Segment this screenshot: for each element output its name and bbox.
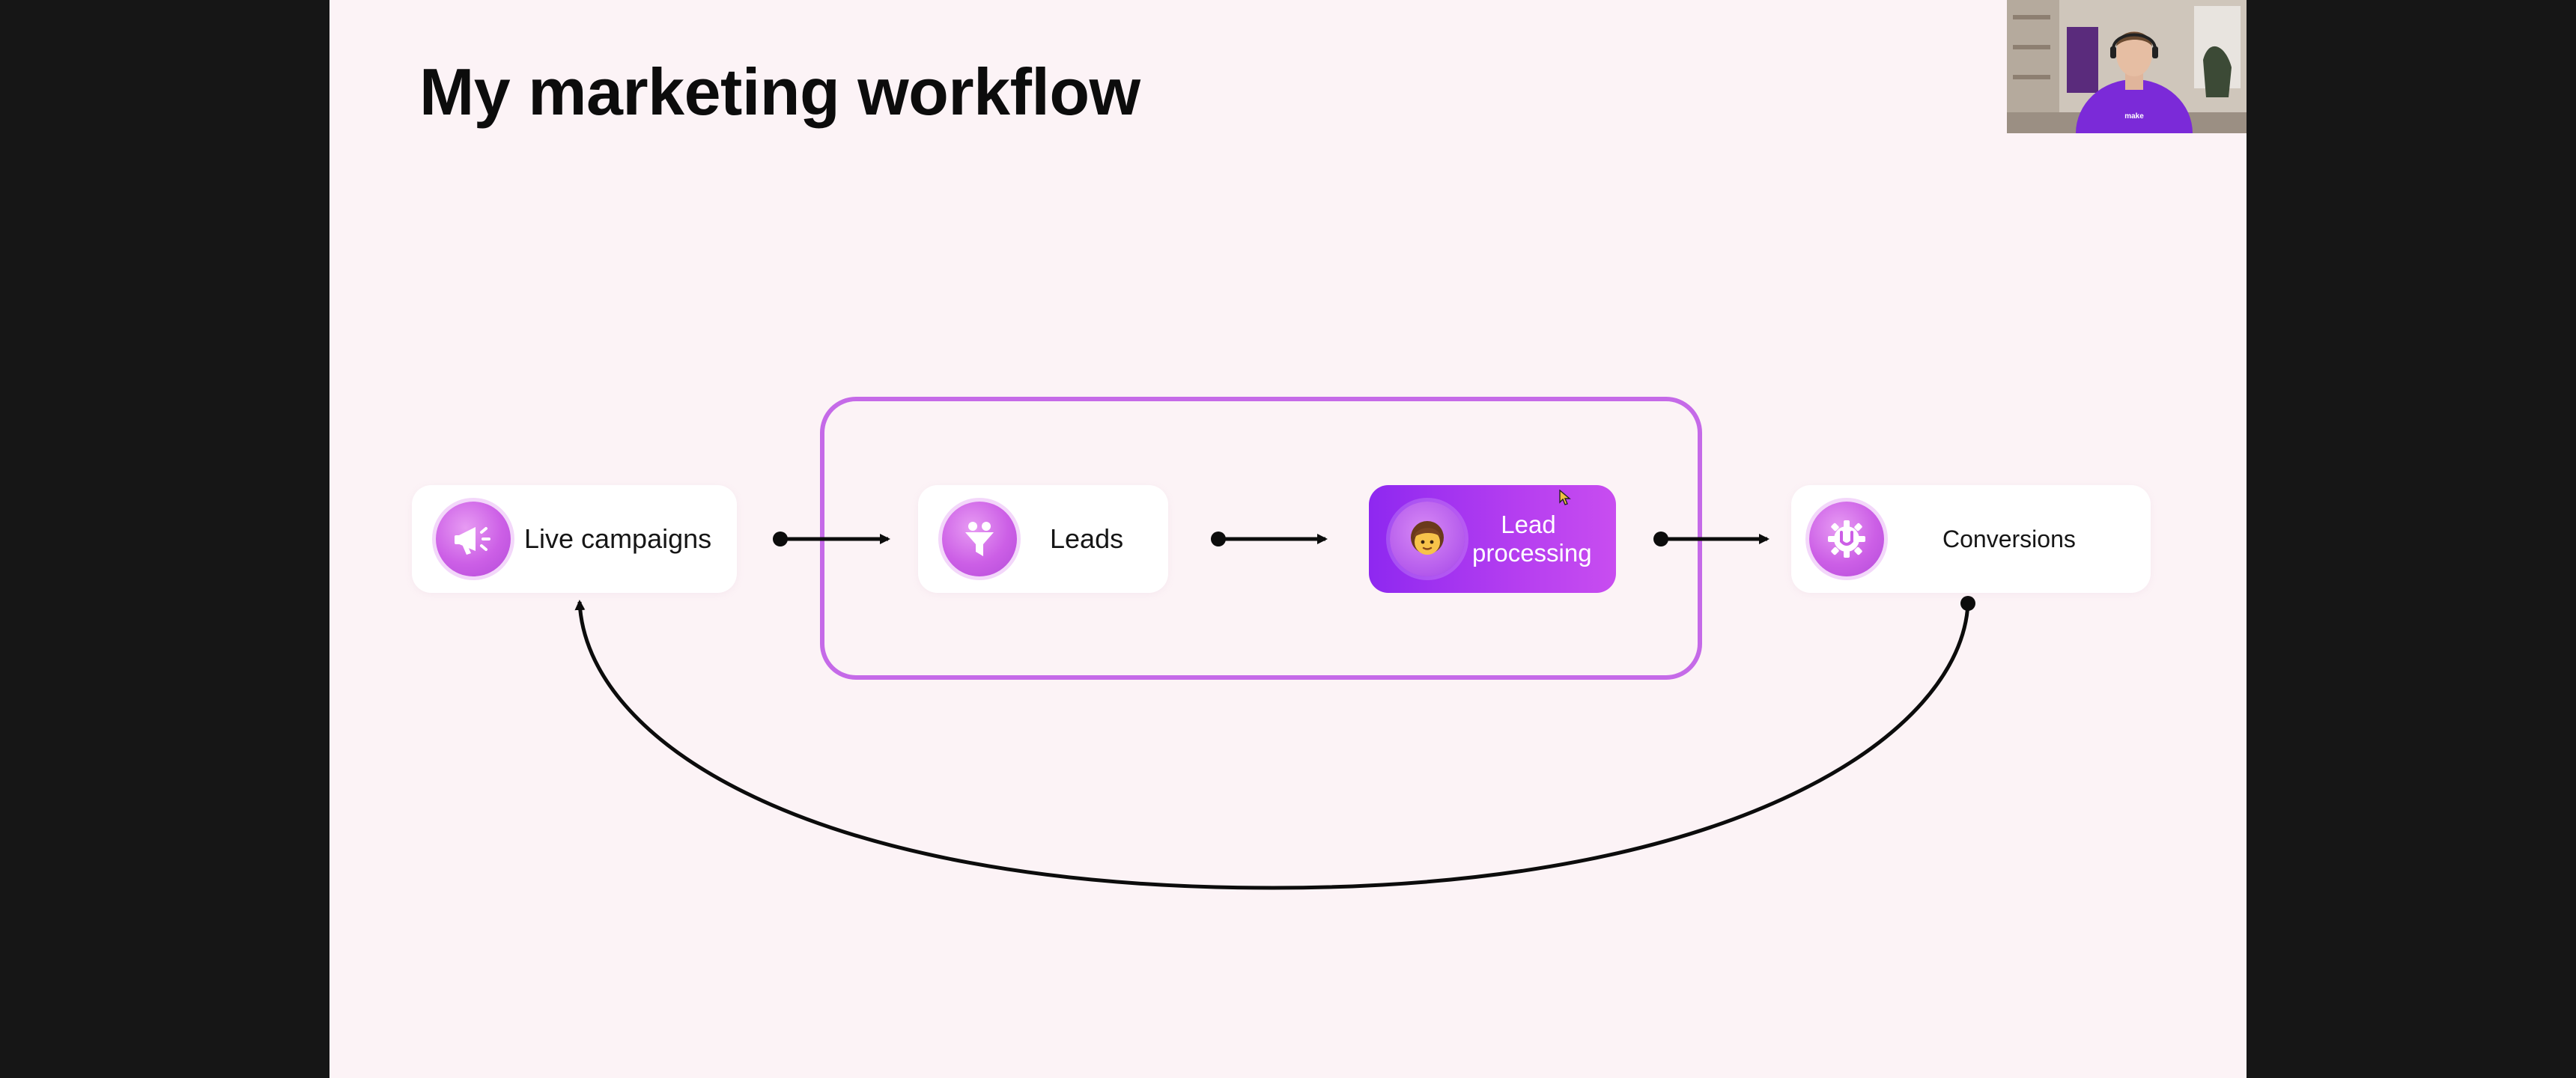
connectors — [574, 532, 1975, 890]
megaphone-icon — [436, 502, 511, 576]
node-label-conversions: Conversions — [1942, 525, 2076, 552]
node-live-campaigns[interactable]: Live campaigns — [412, 485, 737, 593]
node-leads[interactable]: Leads — [918, 485, 1168, 593]
node-label-lead-processing-line2: processing — [1472, 539, 1592, 567]
gear-handshake-icon — [1809, 502, 1884, 576]
node-label-live-campaigns: Live campaigns — [524, 523, 712, 554]
slide: My marketing workflow Liv — [329, 0, 2247, 1078]
person-face-icon — [1390, 502, 1465, 576]
webcam-video-feed: make — [2007, 0, 2247, 133]
node-label-leads: Leads — [1050, 523, 1124, 554]
edge-conversions-live-loop — [574, 600, 1970, 890]
slide-title: My marketing workflow — [419, 55, 1140, 129]
node-label-lead-processing-line1: Lead — [1501, 511, 1556, 538]
mouse-cursor-icon — [1559, 490, 1571, 505]
webcam-shirt-text: make — [2124, 112, 2144, 121]
node-label-lead-processing: Lead processing — [1472, 511, 1592, 567]
node-conversions[interactable]: Conversions — [1791, 485, 2151, 593]
funnel-icon — [942, 502, 1017, 576]
node-lead-processing[interactable]: Lead processing — [1369, 485, 1616, 593]
